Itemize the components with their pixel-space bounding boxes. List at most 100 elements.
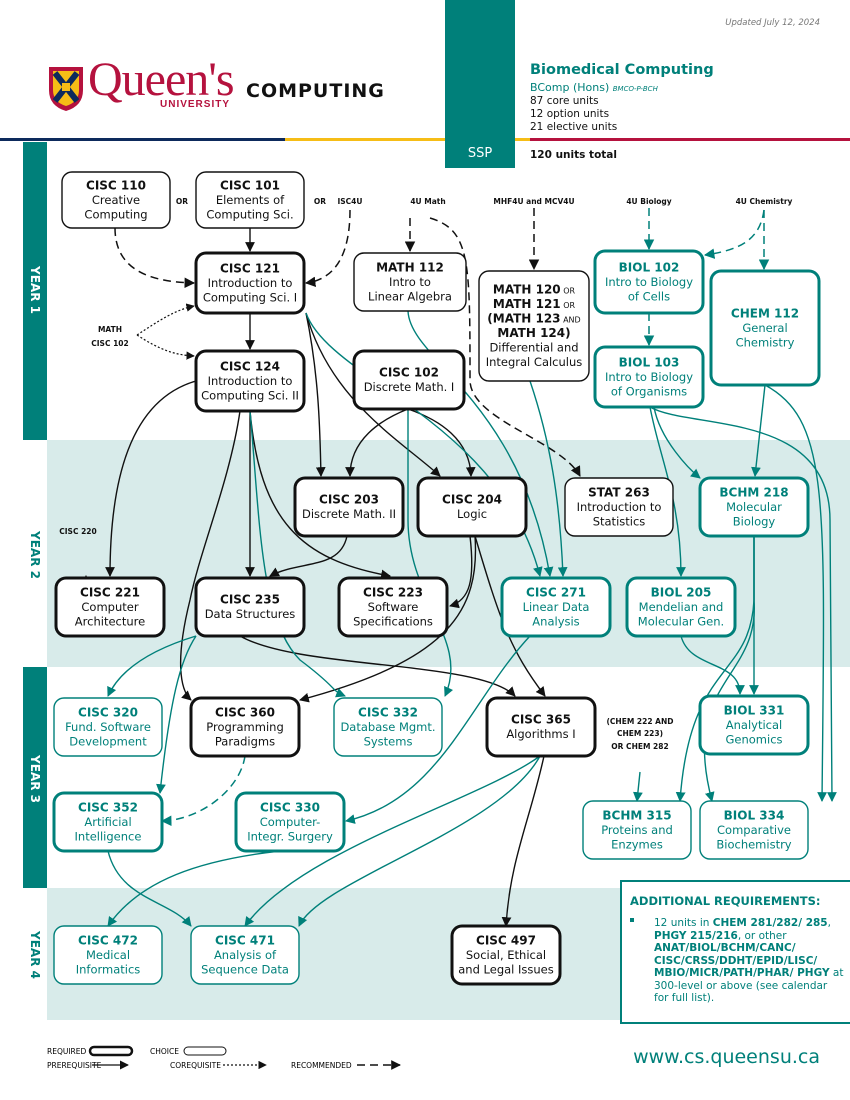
- label-math4u: 4U Math: [410, 197, 445, 206]
- course-title: Logic: [457, 507, 487, 521]
- department-name: COMPUTING: [246, 80, 385, 102]
- course-code: CISC 352: [78, 800, 138, 814]
- recommended-edge: [429, 217, 581, 477]
- label-or2: OR: [314, 197, 326, 206]
- course-code: BIOL 331: [724, 703, 785, 717]
- course-title: Integral Calculus: [486, 355, 583, 369]
- course-code: CISC 497: [476, 933, 536, 947]
- course-code: CISC 101: [220, 178, 280, 192]
- degree-line: BComp (Hons) BMCO-P-BCH: [530, 81, 658, 94]
- course-code: BIOL 103: [619, 355, 680, 369]
- req-text: , or other: [737, 929, 787, 942]
- course-box: [61, 171, 171, 229]
- course-box: [709, 269, 821, 387]
- course-box: [194, 349, 306, 413]
- recommended-edge: [703, 209, 765, 259]
- program-badge: SSP: [467, 146, 493, 161]
- course-title: Intro to Biology: [605, 275, 693, 289]
- course-title: Analysis: [532, 614, 579, 628]
- additional-requirements-box: [620, 880, 850, 1024]
- course-box: [593, 249, 705, 315]
- prerequisite-edge: [407, 409, 454, 697]
- course-code: CISC 223: [363, 585, 423, 599]
- course-title: Comparative: [717, 823, 791, 837]
- course-code: CISC 360: [215, 705, 275, 719]
- corequisite-edge: [136, 303, 195, 336]
- prerequisite-edge: [249, 410, 391, 580]
- course-box: [698, 694, 810, 756]
- prerequisite-edge: [179, 410, 241, 701]
- prerequisite-edge: [649, 406, 837, 802]
- prerequisite-edge: [305, 312, 326, 477]
- course-title: Discrete Math. II: [302, 507, 396, 521]
- prerequisite-edge: [107, 850, 192, 927]
- course-code: CISC 330: [260, 800, 320, 814]
- label-chem-prereq-2: CHEM 223): [617, 729, 663, 738]
- course-title: Algorithms I: [506, 727, 575, 741]
- course-code: CHEM 112: [731, 306, 799, 320]
- course-code: CISC 472: [78, 933, 138, 947]
- university-subtitle: UNIVERSITY: [160, 99, 231, 110]
- recommended-edge: [114, 227, 196, 289]
- course-title: Architecture: [75, 614, 145, 628]
- course-box: [190, 925, 300, 985]
- prerequisite-edge: [764, 384, 827, 802]
- website-link[interactable]: www.cs.queensu.ca: [633, 1046, 820, 1068]
- course-box: [53, 925, 163, 985]
- course-title: Mendelian and: [639, 600, 724, 614]
- program-badge-bar: [445, 0, 515, 168]
- course-title: Computing Sci. I: [203, 290, 297, 304]
- university-wordmark: Queen's: [88, 53, 235, 106]
- program-title: Biomedical Computing: [530, 62, 714, 78]
- course-box: [698, 476, 810, 538]
- additional-requirements-title: ADDITIONAL REQUIREMENTS:: [630, 894, 821, 908]
- course-box: [195, 171, 305, 229]
- course-title: Linear Data: [523, 600, 590, 614]
- course-title: Biology: [733, 514, 776, 528]
- course-box: [54, 576, 166, 638]
- course-code: CISC 110: [86, 178, 146, 192]
- prerequisite-edge: [107, 850, 281, 927]
- req-courses: PHGY 215/216: [654, 929, 738, 942]
- recommended-edge: [304, 209, 351, 288]
- course-box: [234, 791, 346, 853]
- legend-choice: CHOICE: [150, 1047, 179, 1056]
- course-box: [699, 800, 809, 860]
- prerequisite-edge: [298, 755, 541, 927]
- course-title: Fund. Software: [65, 720, 151, 734]
